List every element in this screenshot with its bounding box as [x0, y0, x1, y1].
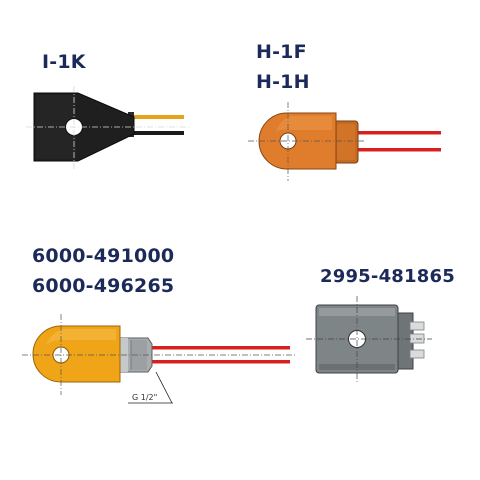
- black-wire: [132, 131, 184, 135]
- product-code-6000-496265: 6000-496265: [32, 275, 175, 297]
- red-wire-top: [357, 131, 441, 135]
- product-code-6000-491000: 6000-491000: [32, 245, 175, 267]
- blade-terminal-bottom: [409, 349, 425, 359]
- connector-2995-481865: [306, 296, 432, 382]
- connector-h-1f-h-1h: [248, 102, 441, 181]
- red-wire-bottom: [357, 148, 441, 152]
- product-code-i-1k: I-1K: [42, 51, 86, 73]
- thread-leader-line: [155, 371, 173, 404]
- product-code-h-1h: H-1H: [256, 71, 310, 93]
- thread-label: G 1/2": [132, 393, 157, 402]
- red-wire-top: [150, 346, 290, 350]
- blade-terminal-top: [409, 321, 425, 331]
- red-wire-bottom: [150, 360, 290, 364]
- product-code-2995-481865: 2995-481865: [320, 266, 455, 287]
- connector-i-1k: [26, 86, 190, 170]
- connector-6000: G 1/2": [22, 314, 295, 404]
- blade-terminal-middle: [409, 333, 425, 344]
- yellow-wire: [132, 115, 184, 119]
- product-code-h-1f: H-1F: [256, 41, 307, 63]
